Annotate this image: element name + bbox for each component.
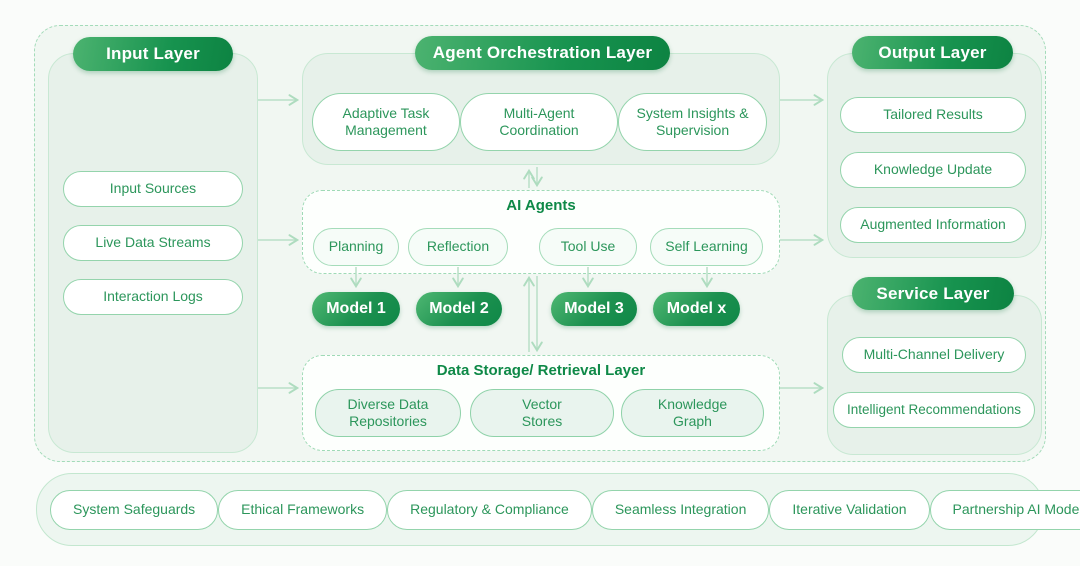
orchestration-layer-header: Agent Orchestration Layer xyxy=(415,36,670,70)
node-label: Multi-Channel Delivery xyxy=(863,346,1005,363)
input-layer-header: Input Layer xyxy=(73,37,233,71)
node-label: Multi-Agent Coordination xyxy=(499,104,579,138)
node-label: Diverse Data Repositories xyxy=(347,395,429,429)
node-label: Augmented Information xyxy=(860,216,1006,233)
node-label: Tool Use xyxy=(560,238,616,255)
node-interaction-logs: Interaction Logs xyxy=(63,279,243,315)
node-self-learning: Self Learning xyxy=(650,228,763,266)
service-layer-title: Service Layer xyxy=(876,283,990,303)
node-label: Interaction Logs xyxy=(103,288,203,305)
node-adaptive-task-management: Adaptive Task Management xyxy=(312,93,460,151)
node-multi-agent-coordination: Multi-Agent Coordination xyxy=(459,93,619,151)
node-label: Knowledge Graph xyxy=(657,395,728,429)
node-system-safeguards: System Safeguards xyxy=(50,489,219,530)
node-planning: Planning xyxy=(313,228,399,266)
output-layer-header: Output Layer xyxy=(852,36,1013,69)
node-model-2: Model 2 xyxy=(416,292,502,326)
node-label: System Safeguards xyxy=(73,500,196,517)
node-augmented-information: Augmented Information xyxy=(840,207,1026,243)
data-storage-title: Data Storage/ Retrieval Layer xyxy=(436,362,646,379)
node-input-sources: Input Sources xyxy=(63,171,243,207)
node-ethical-frameworks: Ethical Frameworks xyxy=(218,489,388,530)
node-label: Knowledge Update xyxy=(873,161,993,178)
input-layer-title: Input Layer xyxy=(106,44,200,63)
node-model-3: Model 3 xyxy=(551,292,637,326)
node-reflection: Reflection xyxy=(408,228,508,266)
node-label: Seamless Integration xyxy=(614,500,747,517)
service-layer-header: Service Layer xyxy=(852,277,1014,310)
node-label: Input Sources xyxy=(109,180,197,197)
node-label: Model x xyxy=(666,300,727,317)
node-regulatory-compliance: Regulatory & Compliance xyxy=(387,489,592,530)
node-diverse-data-repositories: Diverse Data Repositories xyxy=(315,389,461,437)
orchestration-layer-title: Agent Orchestration Layer xyxy=(432,43,653,62)
node-model-x: Model x xyxy=(653,292,740,326)
node-knowledge-update: Knowledge Update xyxy=(840,152,1026,188)
node-label: Iterative Validation xyxy=(792,500,907,517)
node-label: Live Data Streams xyxy=(95,234,211,251)
node-label: Model 1 xyxy=(326,300,386,317)
node-label: Planning xyxy=(328,238,384,255)
node-label: Vector Stores xyxy=(521,395,563,429)
node-label: Ethical Frameworks xyxy=(241,500,365,517)
ai-agents-title: AI Agents xyxy=(506,197,576,214)
node-model-1: Model 1 xyxy=(312,292,400,326)
node-label: Regulatory & Compliance xyxy=(410,500,569,517)
node-label: Model 2 xyxy=(429,300,489,317)
foundation-strip: System Safeguards Ethical Frameworks Reg… xyxy=(36,473,1080,546)
node-system-insights-supervision: System Insights & Supervision xyxy=(618,93,767,151)
node-partnership-ai-models: Partnership AI Models xyxy=(929,489,1080,530)
node-seamless-integration: Seamless Integration xyxy=(591,489,770,530)
node-label: System Insights & Supervision xyxy=(636,104,749,138)
node-label: Model 3 xyxy=(564,300,624,317)
node-label: Reflection xyxy=(426,238,490,255)
node-label: Tailored Results xyxy=(883,106,983,123)
node-knowledge-graph: Knowledge Graph xyxy=(621,389,764,437)
node-intelligent-recommendations: Intelligent Recommendations xyxy=(833,392,1035,428)
service-layer-panel xyxy=(827,295,1042,455)
node-label: Adaptive Task Management xyxy=(342,104,430,138)
output-layer-title: Output Layer xyxy=(878,42,987,62)
node-tool-use: Tool Use xyxy=(539,228,637,266)
node-label: Partnership AI Models xyxy=(952,500,1080,517)
node-vector-stores: Vector Stores xyxy=(470,389,614,437)
node-iterative-validation: Iterative Validation xyxy=(769,489,930,530)
node-live-data-streams: Live Data Streams xyxy=(63,225,243,261)
node-multi-channel-delivery: Multi-Channel Delivery xyxy=(842,337,1026,373)
node-label: Intelligent Recommendations xyxy=(846,401,1022,417)
node-tailored-results: Tailored Results xyxy=(840,97,1026,133)
orchestration-nodes-row: Adaptive Task Management Multi-Agent Coo… xyxy=(312,93,767,151)
node-label: Self Learning xyxy=(665,238,748,255)
